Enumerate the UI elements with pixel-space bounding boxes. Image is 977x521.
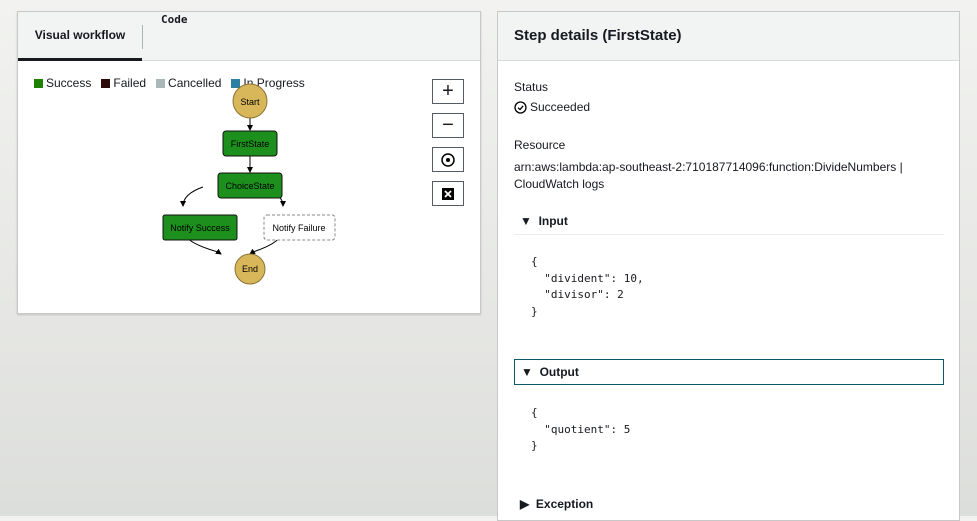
svg-text:End: End xyxy=(242,264,258,274)
node-end[interactable]: End xyxy=(234,253,266,285)
node-first-state[interactable]: FirstState xyxy=(222,130,278,157)
status-label: Status xyxy=(514,80,549,94)
target-icon xyxy=(441,152,455,167)
caret-right-icon: ▶ xyxy=(520,497,530,511)
cloudwatch-logs-link[interactable]: CloudWatch logs xyxy=(514,177,605,191)
center-button[interactable] xyxy=(432,147,464,172)
legend-failed: Failed xyxy=(101,76,146,90)
edge-choice-success xyxy=(180,186,204,207)
node-start[interactable]: Start xyxy=(232,83,268,119)
node-choice-state[interactable]: ChoiceState xyxy=(217,172,283,199)
input-section-toggle[interactable]: ▼ Input xyxy=(514,209,944,235)
minus-icon: − xyxy=(442,114,454,136)
legend-success: Success xyxy=(34,76,91,90)
legend-cancelled: Cancelled xyxy=(156,76,221,90)
tab-code[interactable]: Code xyxy=(161,13,188,26)
svg-text:Notify Failure: Notify Failure xyxy=(272,223,325,233)
svg-text:ChoiceState: ChoiceState xyxy=(225,181,274,191)
node-notify-failure[interactable]: Notify Failure xyxy=(263,214,336,241)
zoom-out-button[interactable]: − xyxy=(432,113,464,138)
resource-arn: arn:aws:lambda:ap-southeast-2:7101877140… xyxy=(514,160,903,174)
input-json: { "divident": 10, "divisor": 2 } xyxy=(531,255,644,318)
expand-icon xyxy=(442,187,454,200)
svg-text:FirstState: FirstState xyxy=(231,139,270,149)
check-circle-icon xyxy=(514,100,527,114)
panel-title: Step details (FirstState) xyxy=(498,12,959,61)
svg-text:Notify Success: Notify Success xyxy=(170,223,230,233)
output-json: { "quotient": 5 } xyxy=(531,406,631,452)
svg-text:Start: Start xyxy=(240,97,260,107)
plus-icon: + xyxy=(442,80,454,102)
tab-visual-workflow[interactable]: Visual workflow xyxy=(18,12,142,61)
caret-down-icon: ▼ xyxy=(520,214,532,228)
tab-bar: Visual workflow Code xyxy=(18,12,480,61)
step-details-panel: Step details (FirstState) Status Succeed… xyxy=(497,11,960,521)
output-section-toggle[interactable]: ▼ Output xyxy=(514,359,944,385)
visual-workflow-panel: Visual workflow Code Success Failed Canc… xyxy=(17,11,481,314)
zoom-in-button[interactable]: + xyxy=(432,79,464,104)
tab-divider xyxy=(142,25,143,49)
node-notify-success[interactable]: Notify Success xyxy=(162,214,238,241)
caret-down-icon: ▼ xyxy=(521,365,533,379)
exception-section-toggle[interactable]: ▶ Exception xyxy=(520,497,594,511)
fit-view-button[interactable] xyxy=(432,181,464,206)
status-value: Succeeded xyxy=(514,100,590,114)
workflow-graph: Start FirstState ChoiceState Notify Succ… xyxy=(162,83,336,285)
resource-label: Resource xyxy=(514,138,566,152)
